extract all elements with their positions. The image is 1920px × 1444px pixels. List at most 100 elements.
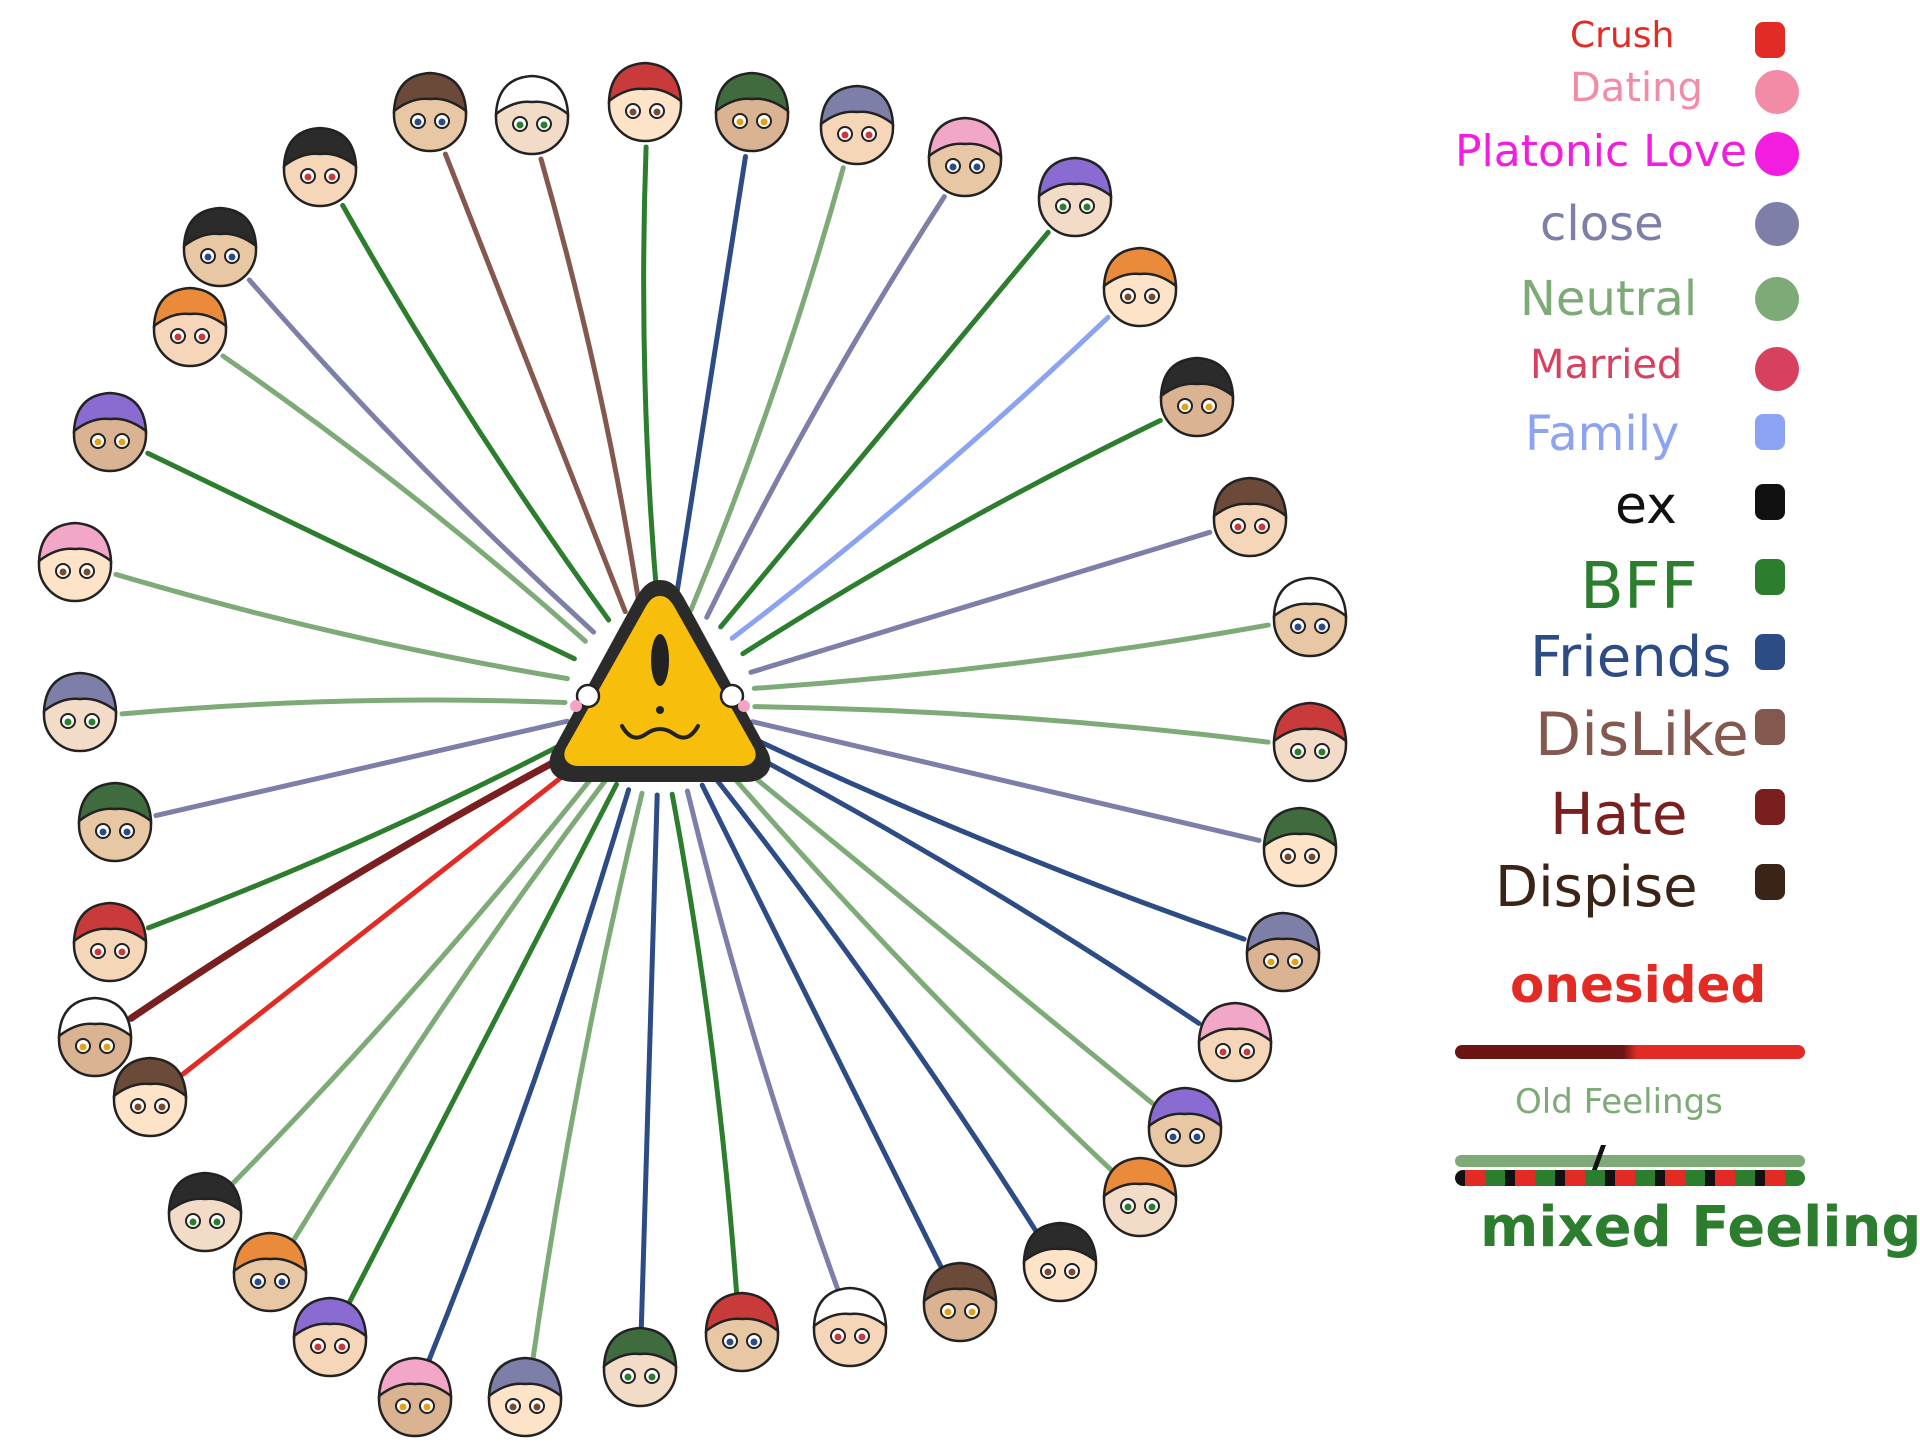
- relation-line-15: [739, 746, 1202, 1026]
- white-cap-red-face-icon: [282, 126, 358, 208]
- relation-line-12: [752, 704, 1271, 745]
- relation-line-18: [712, 775, 1039, 1234]
- cream-bun-head-icon: [494, 74, 570, 156]
- robot-screen-head-icon: [1102, 246, 1178, 328]
- relation-line-6: [704, 194, 947, 620]
- black-cat-blue-glasses-head-icon: [232, 1231, 308, 1313]
- navy-haired-sleeping-head-icon: [1159, 356, 1235, 438]
- relation-line-25: [346, 781, 619, 1306]
- legend-swatch-crush: [1755, 22, 1785, 58]
- relation-line-35: [220, 353, 588, 644]
- pink-goggles-head-icon: [152, 286, 228, 368]
- legend-label-dispise: Dispise: [1495, 855, 1698, 920]
- black-shaggy-red-eye-head-icon: [922, 1261, 998, 1343]
- legend-label-ex: ex: [1615, 476, 1677, 536]
- relation-line-20: [684, 788, 841, 1293]
- white-haired-shades-head-icon: [1147, 1086, 1223, 1168]
- pink-cup-head-icon: [72, 901, 148, 983]
- antlered-brown-head-icon: [1272, 701, 1348, 783]
- legend-label-old-feelings: Old Feelings: [1515, 1082, 1723, 1122]
- orange-fox-ears-head-icon: [292, 1296, 368, 1378]
- legend-swatch-dating: [1755, 70, 1799, 114]
- yellow-one-eyed-triangle-icon: [549, 580, 771, 782]
- relation-line-1: [442, 151, 628, 615]
- white-cat-red-glasses-head-icon: [167, 1171, 243, 1253]
- brown-plant-head-icon: [714, 71, 790, 153]
- relation-line-19: [699, 782, 944, 1270]
- legend-swatch-platonic-love: [1755, 132, 1799, 176]
- legend-label-friends: Friends: [1530, 625, 1732, 690]
- relation-line-24: [426, 787, 632, 1363]
- purple-box-glasses-head-icon: [377, 1356, 453, 1438]
- goggles-box-head-icon: [1037, 156, 1113, 238]
- relation-line-28: [180, 756, 588, 1077]
- black-bow-head-icon: [72, 391, 148, 473]
- relation-line-31: [153, 718, 570, 819]
- black-shadow-head-icon: [1272, 576, 1348, 658]
- legend-swatch-close: [1755, 202, 1799, 246]
- black-cat-head-icon: [819, 84, 895, 166]
- relation-line-0: [340, 202, 612, 623]
- legend-label-married: Married: [1530, 342, 1683, 388]
- red-cherry-head-icon: [607, 61, 683, 143]
- relation-line-17: [723, 766, 1114, 1173]
- long-brown-hair-head-icon: [42, 671, 118, 753]
- relation-line-5: [688, 165, 846, 613]
- legend-label-hate: Hate: [1550, 780, 1688, 848]
- legend-swatch-bff: [1755, 559, 1785, 595]
- legend-label-dislike: DisLike: [1535, 700, 1749, 770]
- relation-line-14: [745, 733, 1247, 942]
- relation-line-3: [641, 144, 661, 608]
- relation-line-32: [119, 697, 568, 717]
- relation-line-21: [669, 791, 740, 1296]
- orange-fish-masked-head-icon: [57, 996, 133, 1078]
- green-witch-hat-head-icon: [927, 116, 1003, 198]
- legend-swatch-hate: [1755, 789, 1785, 825]
- magnifying-glass-head-icon: [37, 521, 113, 603]
- legend-swatch-onesided: [1455, 1045, 1805, 1059]
- legend-swatch-dispise: [1755, 864, 1785, 900]
- legend-label-close: close: [1540, 196, 1664, 252]
- white-fluffy-head-icon: [602, 1326, 678, 1408]
- clown-blonde-head-icon: [1102, 1156, 1178, 1238]
- relation-line-26: [291, 776, 610, 1243]
- relation-line-30: [145, 736, 576, 931]
- legend-label-crush: Crush: [1570, 15, 1675, 56]
- legend-label-platonic-love: Platonic Love: [1455, 126, 1747, 177]
- relation-line-23: [530, 790, 645, 1362]
- party-hat-blue-head-icon: [812, 1286, 888, 1368]
- relation-line-8: [729, 314, 1111, 641]
- brown-round-head-icon: [1022, 1221, 1098, 1303]
- egg-head-icon: [1197, 1001, 1273, 1083]
- relation-line-33: [113, 571, 570, 682]
- relation-line-27: [230, 768, 600, 1186]
- relation-line-10: [748, 529, 1213, 675]
- relation-line-11: [751, 622, 1271, 691]
- easter-egg-head-icon: [704, 1291, 780, 1373]
- blue-bow-head-icon: [487, 1356, 563, 1438]
- rainbow-flower-head-icon: [1212, 476, 1288, 558]
- legend-swatch-old-feelings: [1455, 1155, 1805, 1167]
- relation-line-36: [246, 277, 597, 635]
- legend-label-dating: Dating: [1570, 65, 1703, 111]
- legend-swatch-neutral: [1755, 277, 1799, 321]
- relation-line-22: [638, 792, 660, 1331]
- relation-line-9: [740, 418, 1163, 657]
- relation-line-13: [750, 719, 1262, 843]
- relation-line-7: [718, 229, 1051, 630]
- legend-label-neutral: Neutral: [1520, 271, 1698, 327]
- relation-line-2: [538, 156, 643, 610]
- center-character: [549, 580, 771, 782]
- gray-haired-blue-head-icon: [182, 206, 258, 288]
- white-haired-red-eye-head-icon: [1262, 806, 1338, 888]
- legend-label-mixed-feelings: mixed Feelings: [1480, 1195, 1920, 1260]
- legend-label-bff: BFF: [1580, 550, 1698, 624]
- relationship-lines: [113, 144, 1271, 1363]
- pink-fox-head-icon: [112, 1056, 188, 1138]
- fishbowl-head-icon: [392, 71, 468, 153]
- relation-line-34: [145, 450, 577, 662]
- legend-swatch-friends: [1755, 634, 1785, 670]
- legend-swatch-married: [1755, 347, 1799, 391]
